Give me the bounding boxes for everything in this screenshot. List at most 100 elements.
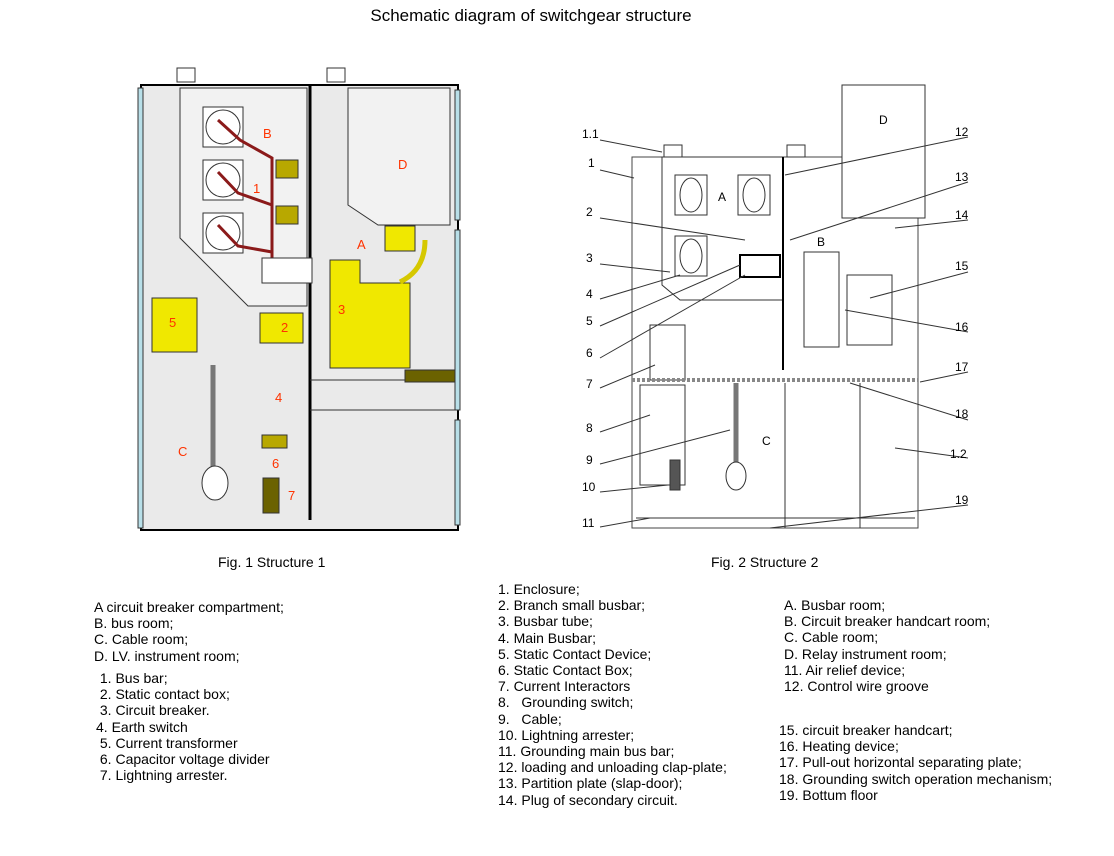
label-6: 6: [586, 346, 593, 360]
label-2: 2: [281, 320, 288, 335]
circuit-breaker: [329, 259, 411, 369]
label-6: 6: [272, 456, 279, 471]
static-contact: [261, 257, 313, 284]
lifting-lug: [663, 144, 683, 158]
secondary-plug: [398, 239, 428, 285]
label-3: 3: [586, 251, 593, 265]
legend-item: 4. Main Busbar;: [498, 629, 597, 646]
busbar-bushings: [674, 174, 771, 277]
fig2-caption: Fig. 2 Structure 2: [711, 554, 819, 570]
lightning-arrester: [262, 477, 280, 514]
fig1-labels: B D 1 A 3 5 2 4 C 6 7: [169, 126, 407, 503]
label-1: 1: [588, 156, 595, 170]
side-panel: [454, 89, 461, 221]
label-B: B: [263, 126, 272, 141]
legend-item: D. LV. instrument room;: [94, 647, 240, 664]
label-D: D: [398, 157, 407, 172]
legend-item: 16. Heating device;: [779, 738, 899, 755]
legend-item: 6. Capacitor voltage divider: [96, 751, 270, 768]
fig2-leaders: [599, 136, 969, 529]
legend-item: 11. Grounding main bus bar;: [498, 743, 675, 760]
legend2-right-top: A. Busbar room; B. Circuit breaker handc…: [784, 597, 990, 694]
legend-item: 19. Bottum floor: [779, 786, 878, 803]
legend-item: A circuit breaker compartment;: [94, 599, 284, 615]
side-panel: [137, 87, 144, 529]
label-16: 16: [955, 320, 969, 334]
grounding-bar: [404, 369, 456, 383]
legend-item: C. Cable room;: [94, 631, 189, 648]
legend-item: D. Relay instrument room;: [784, 645, 947, 662]
label-1-2: 1.2: [950, 447, 967, 461]
label-C: C: [178, 444, 187, 459]
legend-item: 9. Cable;: [498, 710, 562, 727]
side-panel: [454, 229, 461, 411]
relay-box: [384, 225, 416, 252]
bus-bar: [216, 118, 274, 280]
label-1-1: 1.1: [582, 127, 599, 141]
legend-item: 10. Lightning arrester;: [498, 726, 635, 743]
legend-item: 18. Grounding switch operation mechanism…: [779, 770, 1053, 787]
legend-item: 4. Earth switch: [96, 718, 188, 735]
legend-item: 14. Plug of secondary circuit.: [498, 791, 678, 808]
current-transformer: [649, 324, 686, 381]
cable-terminal: [725, 461, 747, 491]
label-5: 5: [169, 315, 176, 330]
legend-item: 3. Circuit breaker.: [96, 702, 210, 719]
legend-item: C. Cable room;: [784, 629, 879, 646]
legend2-right-bottom: 15. circuit breaker handcart; 16. Heatin…: [779, 722, 1052, 803]
handcart: [803, 251, 840, 348]
bus-bar: [216, 170, 273, 207]
label-10: 10: [582, 480, 596, 494]
diagram-canvas: B D 1 A 3 5 2 4 C 6 7 1.1 1 2 3 4 5 6 7 …: [137, 67, 969, 531]
legend-item: 3. Busbar tube;: [498, 613, 593, 630]
label-1: 1: [253, 181, 260, 196]
legend1-parts: 1. Bus bar; 2. Static contact box; 3. Ci…: [96, 670, 270, 783]
legend-item: 13. Partition plate (slap-door);: [498, 775, 683, 792]
legend-item: 1. Bus bar;: [96, 670, 168, 686]
legend-item: 12. loading and unloading clap-plate;: [498, 759, 727, 776]
legend2-left: 1. Enclosure; 2. Branch small busbar; 3.…: [498, 581, 727, 808]
label-19: 19: [955, 493, 969, 507]
circuit-breaker-handcart: [846, 274, 893, 346]
legend-item: 12. Control wire groove: [784, 678, 929, 695]
lifting-lug: [176, 67, 196, 83]
legend-item: 15. circuit breaker handcart;: [779, 722, 953, 738]
legend-item: 11. Air relief device;: [784, 661, 906, 678]
fig2-structure-2: [631, 84, 926, 529]
legend-item: 5. Current transformer: [96, 734, 238, 751]
label-5: 5: [586, 314, 593, 328]
lightning-arrester: [669, 459, 681, 491]
label-18: 18: [955, 407, 969, 421]
label-17: 17: [955, 360, 969, 374]
cable-terminal: [201, 465, 229, 501]
fig1-structure-1: [137, 67, 461, 531]
page-title: Schematic diagram of switchgear structur…: [370, 6, 692, 25]
current-transformer: [151, 297, 198, 353]
relay-instrument-room: [841, 84, 926, 219]
label-14: 14: [955, 208, 969, 222]
legend-item: 7. Current Interactors: [498, 678, 631, 695]
label-A: A: [718, 190, 726, 204]
legend-item: 5. Static Contact Device;: [498, 645, 652, 662]
label-8: 8: [586, 421, 593, 435]
label-B: B: [817, 235, 825, 249]
label-C: C: [762, 434, 771, 448]
label-7: 7: [586, 377, 593, 391]
legend-item: A. Busbar room;: [784, 597, 886, 613]
insulator: [275, 205, 299, 225]
legend-item: 17. Pull-out horizontal separating plate…: [779, 754, 1022, 771]
lifting-lug: [786, 144, 806, 158]
legend-item: 7. Lightning arrester.: [96, 767, 228, 784]
bus-bar: [216, 223, 273, 254]
label-12: 12: [955, 125, 969, 139]
label-15: 15: [955, 259, 969, 273]
fig2-labels: 1.1 1 2 3 4 5 6 7 8 9 10 11 12 13 14 15 …: [582, 113, 969, 530]
legend-item: 6. Static Contact Box;: [498, 662, 633, 679]
label-3: 3: [338, 302, 345, 317]
lv-instrument-room: [347, 87, 451, 226]
label-4: 4: [275, 390, 282, 405]
capacitor-voltage-divider: [261, 434, 288, 449]
label-13: 13: [955, 170, 969, 184]
static-contact-device: [739, 254, 781, 278]
